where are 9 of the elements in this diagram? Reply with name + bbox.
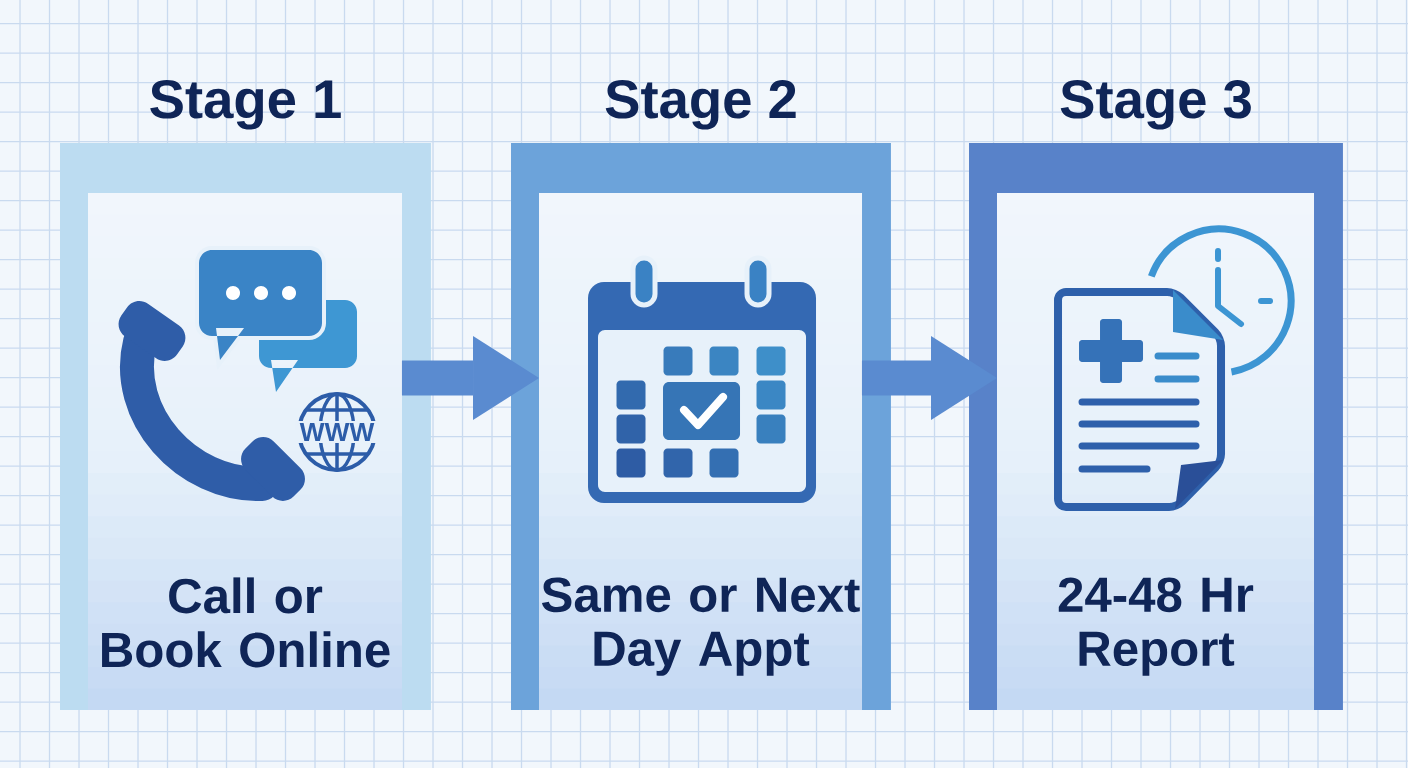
stage-heading: Stage 1 [150, 80, 341, 130]
stage-heading: Stage 3 [1060, 80, 1251, 130]
stage-description: 24-48 Hr Report [1058, 577, 1254, 676]
arrow [401, 336, 539, 420]
globe-label: WWW [299, 422, 375, 442]
arrow [861, 336, 997, 420]
stage-description: Call or Book Online [102, 577, 390, 668]
stage-heading: Stage 2 [605, 80, 796, 130]
stage-description: Same or Next Day Appt [541, 577, 860, 676]
